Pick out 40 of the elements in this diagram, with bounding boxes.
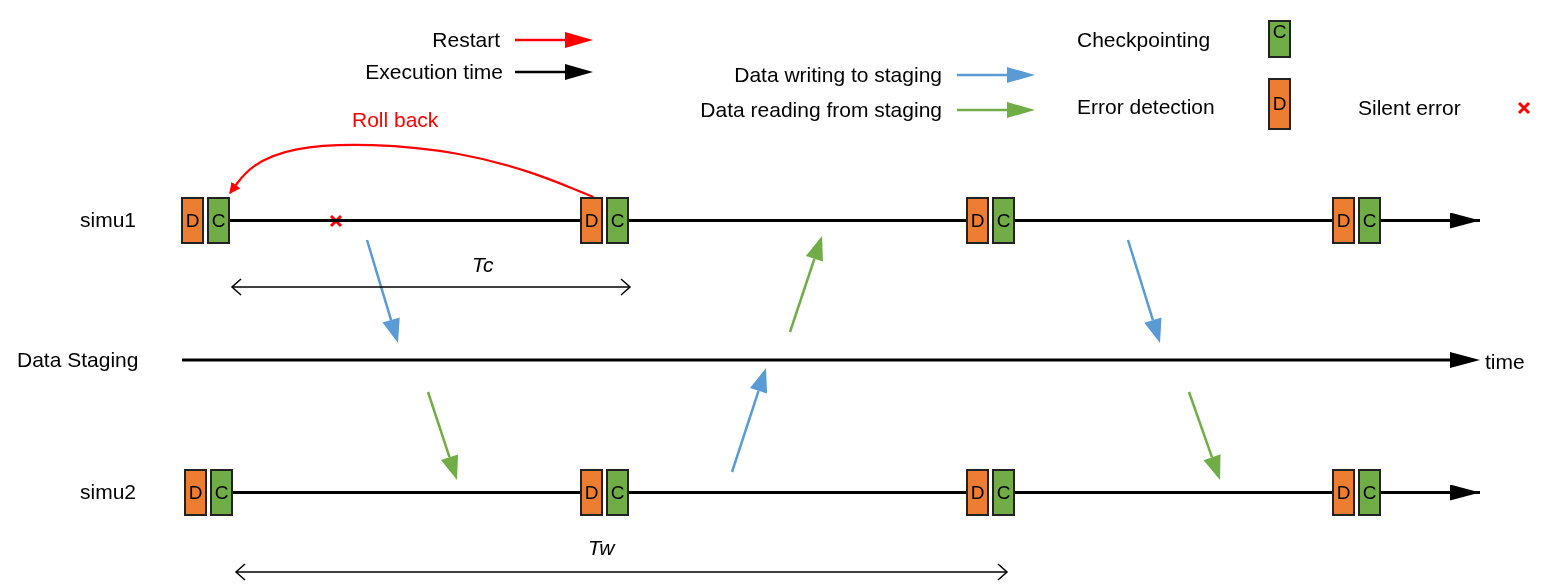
detection-box: D	[181, 197, 204, 244]
restart-arrow	[229, 143, 594, 198]
timeline-segment	[629, 219, 966, 222]
legend-label: Restart	[432, 28, 500, 52]
checkpoint-box: C	[1358, 469, 1381, 516]
timeline-segment	[1381, 212, 1480, 229]
detection-box: D	[1332, 197, 1355, 244]
timeline-segment	[1015, 491, 1332, 494]
row-label: simu1	[80, 208, 137, 232]
timeline-segment	[230, 219, 580, 222]
detection-box: D	[580, 197, 603, 244]
timeline-segment	[629, 491, 966, 494]
legend-label: Error detection	[1077, 95, 1215, 119]
checkpoint-box: C	[992, 197, 1015, 244]
row-label: Data Staging	[17, 348, 139, 372]
detection-box: D	[184, 469, 207, 516]
checkpoint-box: C	[606, 469, 629, 516]
timeline-segment	[1381, 484, 1480, 501]
timeline-segment	[1015, 219, 1332, 222]
axis-label: time	[1485, 350, 1525, 374]
checkpoint-box: C	[210, 469, 233, 516]
legend-swatch: C	[1268, 20, 1291, 58]
legend-label: Data writing to staging	[734, 63, 942, 87]
checkpoint-box: C	[606, 197, 629, 244]
dimension-label: Tw	[588, 536, 615, 560]
checkpoint-box: C	[207, 197, 230, 244]
legend-label: Checkpointing	[1077, 28, 1211, 52]
dimension-label: Tc	[472, 253, 494, 277]
timeline-segment	[233, 491, 580, 494]
legend-label: Data reading from staging	[700, 98, 942, 122]
legend-swatch: D	[1268, 78, 1291, 130]
detection-box: D	[580, 469, 603, 516]
legend-label: Silent error	[1358, 96, 1461, 120]
legend-label: Execution time	[365, 60, 503, 84]
detection-box: D	[966, 469, 989, 516]
checkpoint-box: C	[992, 469, 1015, 516]
checkpoint-box: C	[1358, 197, 1381, 244]
row-label: simu2	[80, 480, 137, 504]
detection-box: D	[966, 197, 989, 244]
detection-box: D	[1332, 469, 1355, 516]
